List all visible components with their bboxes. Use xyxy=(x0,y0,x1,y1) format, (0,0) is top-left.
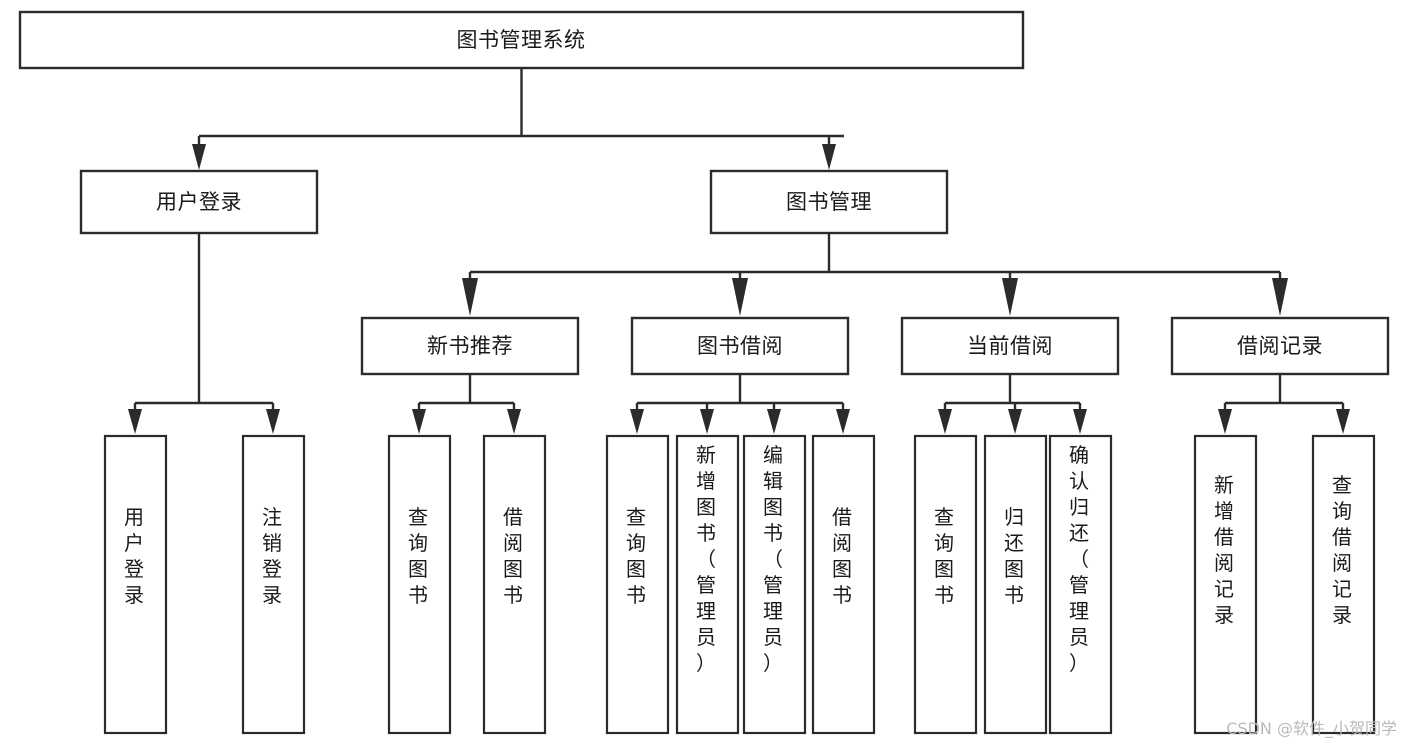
node-current-borrow-box[interactable] xyxy=(900,316,1120,376)
arrow-head-current-borrow xyxy=(1002,278,1018,316)
node-leaf-query-books-borrow-label: 查询图书 xyxy=(626,505,648,607)
arrow-head-leaf-logout xyxy=(266,409,280,434)
node-leaf-return-book[interactable]: 归还图书 xyxy=(983,434,1048,735)
node-leaf-query-books-borrow-box[interactable] xyxy=(605,434,670,735)
node-leaf-borrow-books-recommend[interactable]: 借阅图书 xyxy=(482,434,547,735)
node-leaf-add-book-label: 新增图书（管理员） xyxy=(696,443,718,675)
node-book-management-box[interactable] xyxy=(709,169,949,235)
node-book-borrow[interactable]: 图书借阅 xyxy=(630,316,850,376)
node-current-borrow[interactable]: 当前借阅 xyxy=(900,316,1120,376)
node-leaf-return-book-box[interactable] xyxy=(983,434,1048,735)
arrow-head-user-login xyxy=(192,144,206,170)
node-borrow-record-box[interactable] xyxy=(1170,316,1390,376)
node-leaf-borrow-book-label: 借阅图书 xyxy=(832,505,854,607)
node-leaf-confirm-return-box[interactable] xyxy=(1048,434,1113,735)
node-root-label: 图书管理系统 xyxy=(457,28,586,52)
node-leaf-query-borrow-record-label: 查询借阅记录 xyxy=(1332,473,1354,627)
node-leaf-query-books-recommend-box[interactable] xyxy=(387,434,452,735)
node-leaf-borrow-book-box[interactable] xyxy=(811,434,876,735)
node-leaf-query-borrow-record-box[interactable] xyxy=(1311,434,1376,735)
arrow-head-leaf-confirm-return xyxy=(1073,409,1087,434)
node-leaf-query-books-current-box[interactable] xyxy=(913,434,978,735)
arrow-head-leaf-add-book xyxy=(700,409,714,434)
node-root-box[interactable] xyxy=(18,10,1025,70)
node-leaf-query-books-current-label: 查询图书 xyxy=(934,505,956,607)
node-leaf-edit-book-label: 编辑图书（管理员） xyxy=(763,443,785,675)
node-leaf-borrow-book[interactable]: 借阅图书 xyxy=(811,434,876,735)
node-leaf-add-book-box[interactable] xyxy=(675,434,740,735)
arrow-head-new-book-recommend xyxy=(462,278,478,316)
arrow-head-book-borrow xyxy=(732,278,748,316)
node-new-book-recommend-box[interactable] xyxy=(360,316,580,376)
node-new-book-recommend-label: 新书推荐 xyxy=(427,334,513,358)
node-leaf-confirm-return-label: 确认归还（管理员） xyxy=(1069,443,1091,675)
node-borrow-record-label: 借阅记录 xyxy=(1237,334,1323,358)
node-leaf-logout-label: 注销登录 xyxy=(262,505,284,607)
leaf-node-layer: 用户登录 注销登录 查询图书 借阅图书 查询图书 新增图书（管理员） xyxy=(103,434,1376,735)
arrow-head-leaf-query-books-current xyxy=(938,409,952,434)
arrow-head-leaf-query-books-recommend xyxy=(412,409,426,434)
node-leaf-query-books-current[interactable]: 查询图书 xyxy=(913,434,978,735)
node-new-book-recommend[interactable]: 新书推荐 xyxy=(360,316,580,376)
arrow-head-leaf-add-borrow-record xyxy=(1218,409,1232,434)
node-book-borrow-label: 图书借阅 xyxy=(697,334,783,358)
node-leaf-query-books-borrow[interactable]: 查询图书 xyxy=(605,434,670,735)
node-leaf-edit-book-box[interactable] xyxy=(742,434,807,735)
node-book-borrow-box[interactable] xyxy=(630,316,850,376)
node-leaf-user-login[interactable]: 用户登录 xyxy=(103,434,168,735)
node-leaf-user-login-box[interactable] xyxy=(103,434,168,735)
node-leaf-add-book[interactable]: 新增图书（管理员） xyxy=(675,434,740,735)
node-book-management[interactable]: 图书管理 xyxy=(709,169,949,235)
connector-layer xyxy=(128,68,1350,434)
arrow-head-borrow-record xyxy=(1272,278,1288,316)
node-leaf-add-borrow-record-box[interactable] xyxy=(1193,434,1258,735)
node-leaf-logout-box[interactable] xyxy=(241,434,306,735)
csdn-watermark: CSDN @软件_小贺同学 xyxy=(1226,719,1397,738)
node-leaf-borrow-books-recommend-label: 借阅图书 xyxy=(503,505,525,607)
node-leaf-query-books-recommend-label: 查询图书 xyxy=(408,505,430,607)
node-leaf-return-book-label: 归还图书 xyxy=(1004,505,1026,607)
node-current-borrow-label: 当前借阅 xyxy=(967,334,1053,358)
node-leaf-add-borrow-record-label: 新增借阅记录 xyxy=(1214,473,1236,627)
node-user-login[interactable]: 用户登录 xyxy=(79,169,319,235)
arrow-head-leaf-borrow-books-recommend xyxy=(507,409,521,434)
node-leaf-user-login-label: 用户登录 xyxy=(124,505,146,607)
arrow-head-leaf-user-login xyxy=(128,409,142,434)
arrow-head-leaf-query-books-borrow xyxy=(630,409,644,434)
node-leaf-confirm-return[interactable]: 确认归还（管理员） xyxy=(1048,434,1113,735)
node-leaf-query-books-recommend[interactable]: 查询图书 xyxy=(387,434,452,735)
node-borrow-record[interactable]: 借阅记录 xyxy=(1170,316,1390,376)
node-leaf-add-borrow-record[interactable]: 新增借阅记录 xyxy=(1193,434,1258,735)
node-book-management-label: 图书管理 xyxy=(786,190,872,214)
arrow-head-leaf-borrow-book xyxy=(836,409,850,434)
node-root[interactable]: 图书管理系统 xyxy=(18,10,1025,70)
arrow-head-leaf-return-book xyxy=(1008,409,1022,434)
arrow-head-leaf-edit-book xyxy=(767,409,781,434)
node-leaf-logout[interactable]: 注销登录 xyxy=(241,434,306,735)
node-leaf-query-borrow-record[interactable]: 查询借阅记录 xyxy=(1311,434,1376,735)
node-user-login-label: 用户登录 xyxy=(156,190,242,214)
arrow-head-leaf-query-borrow-record xyxy=(1336,409,1350,434)
node-leaf-edit-book[interactable]: 编辑图书（管理员） xyxy=(742,434,807,735)
node-leaf-borrow-books-recommend-box[interactable] xyxy=(482,434,547,735)
node-user-login-box[interactable] xyxy=(79,169,319,235)
arrow-head-book-management xyxy=(822,144,836,170)
